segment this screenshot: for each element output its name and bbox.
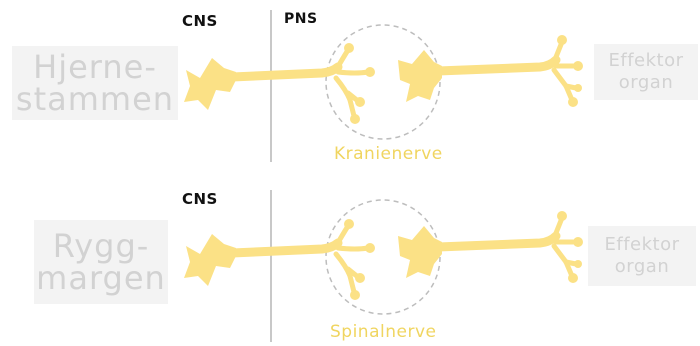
effector-line2-bottom: organ [615,258,669,276]
neuron-peripheral-top [398,35,583,107]
effector-line2-top: organ [619,74,673,92]
origin-line2-top: stammen [16,83,174,115]
origin-line2-bottom: margen [36,262,166,294]
origin-line1-bottom: Rygg- [53,230,150,262]
effector-box-top: Effektor organ [594,44,698,100]
neuron-central-top [184,43,375,124]
neuron-peripheral-bottom [398,211,583,283]
nerve-label-top: Kranienerve [334,146,443,163]
origin-line1-top: Hjerne- [33,51,157,83]
cns-label-top: CNS [182,14,218,29]
cns-label-bottom: CNS [182,192,218,207]
neuron-central-bottom [184,219,375,300]
pns-label: PNS [284,12,318,26]
effector-line1-bottom: Effektor [604,236,679,254]
origin-box-bottom: Rygg- margen [34,220,168,304]
nerve-label-bottom: Spinalnerve [330,324,436,341]
origin-box-top: Hjerne- stammen [12,46,178,120]
effector-box-bottom: Effektor organ [588,226,696,286]
effector-line1-top: Effektor [608,52,683,70]
